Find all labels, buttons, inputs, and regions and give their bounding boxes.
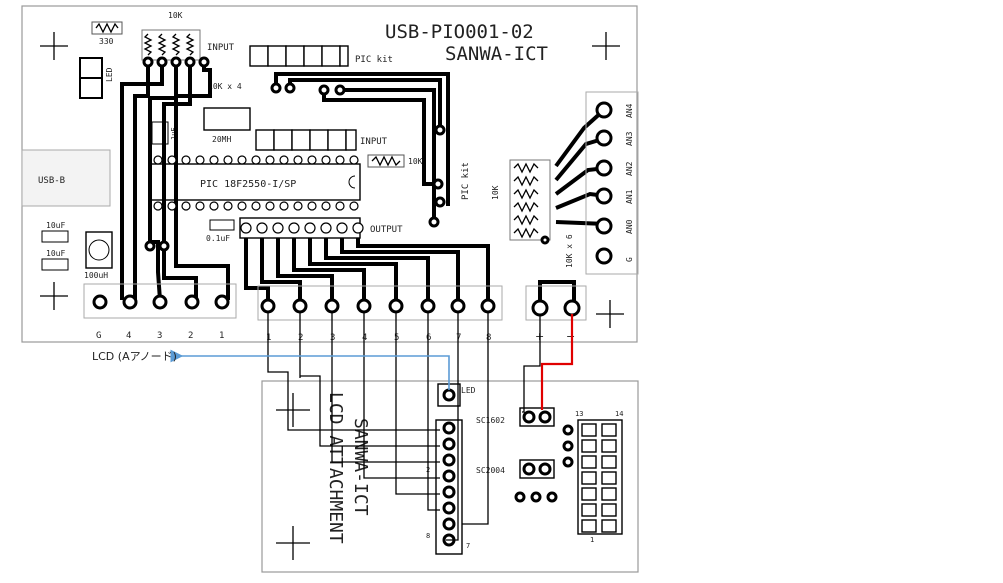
inter-board-wires — [170, 312, 574, 541]
lcd-anode-arrow — [170, 349, 450, 390]
lcd-led-label: LED — [461, 386, 476, 395]
sc1602-label: SC1602 — [476, 416, 505, 425]
lcd-board: SANWA-ICT LCD ATTACHMENT LED 2 8 7 SC160… — [261, 380, 639, 573]
pickit-label-1: PIC kit — [355, 55, 393, 65]
input-header-middle — [255, 129, 357, 151]
pickit-header-top — [249, 45, 349, 67]
lcd-name: LCD ATTACHMENT — [325, 392, 346, 544]
lcd-pin-13: 13 — [575, 410, 583, 418]
sc2004-label: SC2004 — [476, 466, 505, 475]
board-title: USB-PIO001-02 — [385, 21, 534, 43]
left-terminal-4: 4 — [126, 331, 131, 341]
left-terminal-g: G — [96, 331, 101, 341]
lcd-pin-1: 1 — [590, 536, 594, 544]
an1-label: AN1 — [625, 189, 634, 204]
left-terminal-1: 1 — [219, 331, 224, 341]
crystal-label: 20MH — [212, 135, 231, 144]
cap-01uf-label: 0.1uF — [206, 234, 230, 243]
power-terminal-minus: − — [566, 330, 575, 343]
lcd-pin-8: 8 — [426, 532, 430, 540]
left-terminal-2: 2 — [188, 331, 193, 341]
left-terminal-block — [83, 283, 237, 319]
analog-terminal-block — [585, 91, 639, 275]
pickit-label-2: PIC kit — [461, 162, 471, 200]
res-10k-side-label: 10K — [491, 185, 500, 200]
resistor-network-input — [141, 29, 201, 61]
main-board: USB-PIO001-02 SANWA-ICT USB-B 330 LED 10… — [21, 5, 639, 343]
out-terminal-7: 7 — [456, 333, 461, 343]
g-label: G — [625, 257, 634, 262]
out-terminal-5: 5 — [394, 333, 399, 343]
led-label: LED — [105, 67, 114, 82]
chip-label: PIC 18F2550-I/SP — [200, 179, 296, 190]
out-terminal-6: 6 — [426, 333, 431, 343]
out-terminal-8: 8 — [486, 333, 491, 343]
out-terminal-2: 2 — [298, 333, 303, 343]
inductor — [85, 231, 113, 269]
lcd-2x7-connector — [577, 419, 623, 535]
output-header-pads — [240, 222, 364, 234]
out-terminal-4: 4 — [362, 333, 367, 343]
input-label-2: INPUT — [360, 137, 388, 147]
board-brand: SANWA-ICT — [445, 43, 548, 65]
left-terminal-3: 3 — [157, 331, 162, 341]
power-wire-red — [540, 314, 574, 410]
an0-label: AN0 — [625, 219, 634, 234]
res-330-label: 330 — [99, 37, 114, 46]
out-terminal-1: 1 — [266, 333, 271, 343]
misc-pads — [142, 56, 550, 252]
resistor-ladder-analog — [509, 159, 551, 241]
cap-10uf-2-label: 10uF — [46, 249, 65, 258]
res-10k-mid-label: 10K — [408, 157, 423, 166]
chip-pads — [153, 155, 359, 211]
input-label-1: INPUT — [207, 43, 235, 53]
output-label: OUTPUT — [370, 225, 403, 235]
usb-connector — [21, 149, 111, 207]
lcd-anode-label: LCD (Aアノード) — [92, 350, 177, 363]
crystal — [203, 107, 251, 131]
lcd-brand: SANWA-ICT — [350, 418, 371, 516]
inductor-label: 100uH — [84, 271, 108, 280]
lcd-pin-7: 7 — [466, 542, 470, 550]
res-10k-x6-label: 10K x 6 — [565, 234, 574, 268]
lcd-pin-14: 14 — [615, 410, 623, 418]
out-terminal-3: 3 — [330, 333, 335, 343]
an3-label: AN3 — [625, 131, 634, 146]
an4-label: AN4 — [625, 103, 634, 118]
usb-label: USB-B — [38, 176, 65, 186]
resistor-330 — [91, 21, 123, 35]
an2-label: AN2 — [625, 161, 634, 176]
power-terminal-block — [525, 285, 587, 321]
res-10k-top-label: 10K — [168, 11, 183, 20]
res-10k-x4-label: 10K x 4 — [208, 82, 242, 91]
main-wires — [120, 62, 607, 308]
output-terminal-block — [257, 285, 503, 321]
cap-10uf-1-label: 10uF — [46, 221, 65, 230]
